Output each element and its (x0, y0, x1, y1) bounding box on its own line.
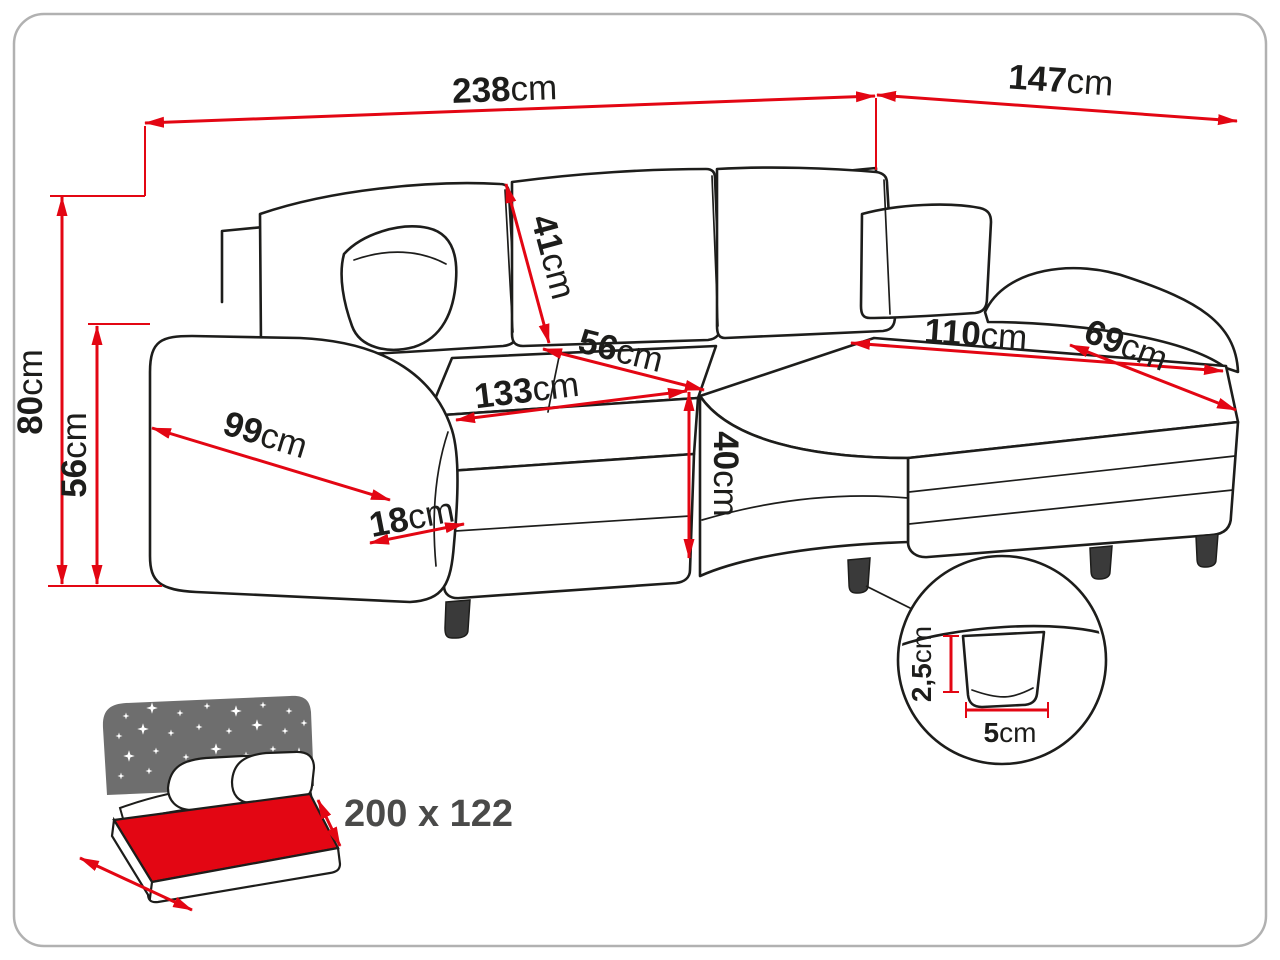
chaise-far-armrest (983, 266, 1240, 374)
dim-line-backrest-height (504, 183, 551, 344)
bed-length-arrow (79, 856, 193, 912)
leg-detail-callout: 2,5cm 5cm (865, 554, 1108, 766)
dim-line-seat-depth (542, 347, 705, 392)
left-armrest (148, 334, 459, 604)
total-width-label: 238cm (451, 68, 557, 111)
dim-line-total-width (144, 91, 876, 128)
foot-chaise-right (1195, 533, 1219, 568)
chaise-seam-1 (908, 455, 1236, 493)
bed-width-arrow (316, 799, 342, 847)
back-pillow-right (715, 166, 897, 340)
leg-detail-shape (961, 630, 1046, 709)
chaise-pillow (859, 203, 993, 320)
seat-height-label: 40cm (706, 431, 745, 517)
armrest-width-label: 18cm (366, 490, 457, 545)
dim-line-armrest-length (151, 426, 391, 502)
chaise-corner-face (698, 394, 910, 578)
dim-line-seat-width (455, 387, 688, 424)
seat-width-label: 133cm (472, 365, 581, 417)
dimension-labels: 238cm 147cm 80cm 56cm 99cm 18cm 133cm 56… (11, 57, 1173, 545)
sofa-feet (444, 533, 1219, 639)
armrest-inner-contour (433, 431, 449, 567)
foot-front-left (444, 599, 471, 639)
dim-line-armrest-width (369, 522, 465, 545)
callout-leader-line (865, 585, 913, 610)
accent-pillow (340, 225, 458, 352)
leg-width-label: 5cm (984, 717, 1037, 748)
sofa-bed-icon: 200 x 122 (79, 695, 513, 912)
chaise-length-label: 110cm (923, 311, 1029, 357)
sleeping-area-label: 200 x 122 (344, 793, 513, 835)
chaise-seam-2 (908, 489, 1234, 525)
seat-base-seam (439, 515, 691, 533)
dimension-lines (48, 90, 1238, 587)
dim-line-total-depth (876, 90, 1238, 126)
bed-pillow-right (230, 750, 316, 805)
chaise-corner-seam (701, 495, 909, 521)
foot-corner (847, 557, 871, 594)
leg-height-label: 2,5cm (906, 626, 937, 702)
foot-chaise-mid (1089, 545, 1113, 580)
leg-detail-dimensions: 2,5cm 5cm (906, 626, 1049, 748)
seat-depth-label: 56cm (575, 322, 667, 381)
seat-base (432, 452, 696, 600)
leg-detail-shading (971, 687, 1034, 698)
side-height-label: 56cm (55, 412, 94, 498)
total-depth-label: 147cm (1007, 57, 1115, 103)
dim-line-chaise-depth (1069, 343, 1237, 412)
total-height-label: 80cm (11, 349, 50, 435)
